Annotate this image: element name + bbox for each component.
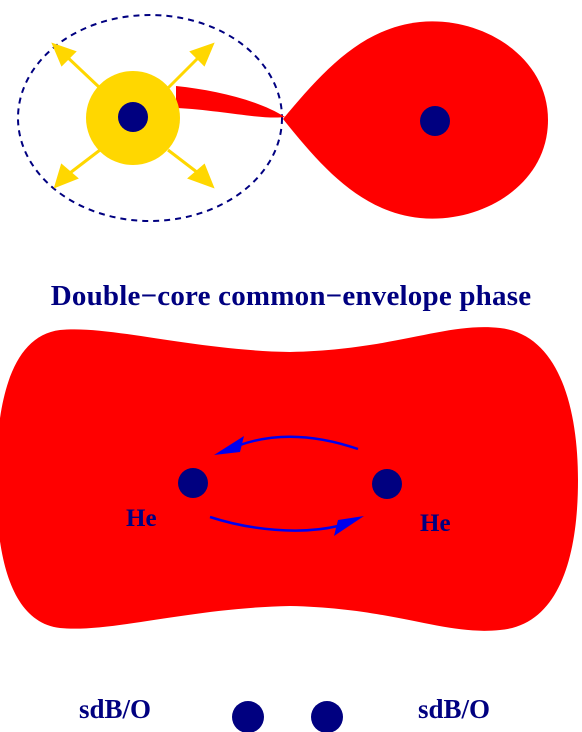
- orbit-arrow-top: [239, 435, 359, 451]
- wind-arrow-down-left: [65, 148, 101, 178]
- phase-title: Double−core common−envelope phase: [50, 280, 532, 312]
- common-envelope: [0, 327, 578, 631]
- wind-arrowhead-down-left: [53, 163, 79, 189]
- sdb-star-right: [311, 701, 343, 732]
- wind-arrowhead-up-left: [51, 42, 77, 67]
- helium-core-right: [372, 469, 402, 499]
- wind-arrow-up-left: [62, 52, 102, 90]
- giant-core: [420, 106, 450, 136]
- helium-core-label-left: He: [126, 505, 157, 532]
- sdb-label-left: sdB/O: [79, 694, 152, 724]
- giant-envelope: [283, 21, 548, 219]
- helium-core-left: [178, 468, 208, 498]
- common-envelope-stage: [0, 327, 578, 631]
- orbit-arrows: [209, 435, 364, 536]
- accretor-core: [118, 102, 148, 132]
- wind-arrowhead-up-right: [189, 42, 215, 67]
- orbit-arrowhead-top: [214, 436, 244, 455]
- sdb-binary-stage: [232, 701, 343, 732]
- wind-arrowhead-down-right: [187, 163, 215, 189]
- sdb-star-left: [232, 701, 264, 732]
- wind-arrows: [51, 42, 215, 189]
- orbit-arrow-bottom: [209, 515, 339, 532]
- sdb-label-right: sdB/O: [418, 694, 491, 724]
- roche-lobe-dashed: [17, 14, 283, 222]
- mass-transfer-stage: [17, 14, 548, 222]
- orbit-arrowhead-bottom: [334, 516, 364, 536]
- mass-transfer-stream: [176, 86, 285, 118]
- helium-core-label-right: He: [420, 510, 451, 537]
- wind-arrow-up-right: [166, 52, 204, 90]
